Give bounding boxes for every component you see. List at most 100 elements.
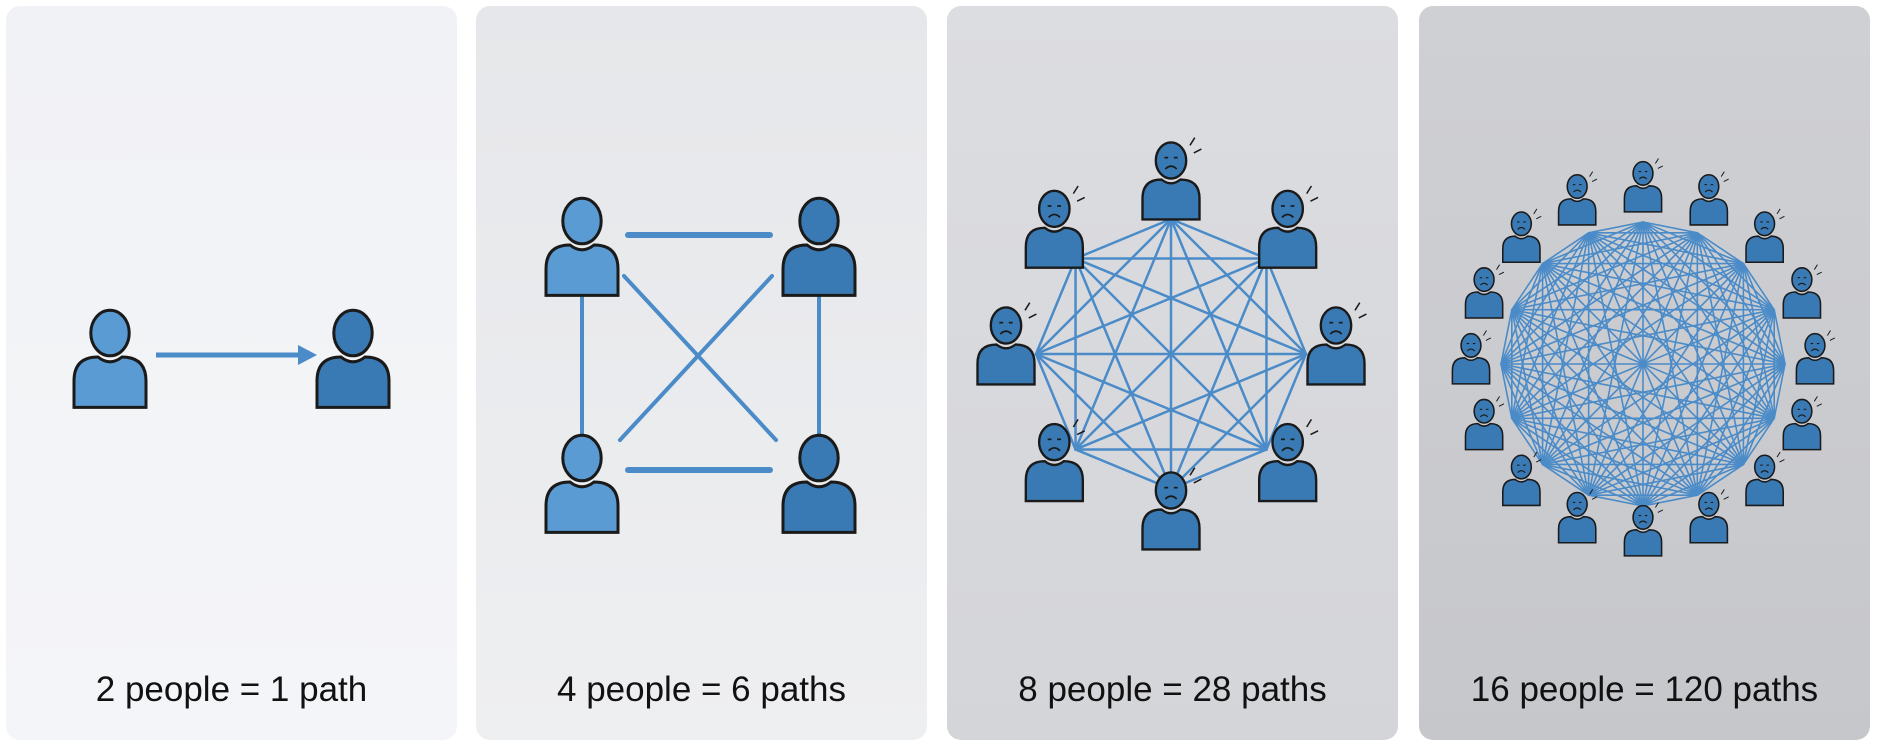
person-icon (1024, 418, 1086, 503)
person-icon (1451, 330, 1492, 385)
connection-path (1587, 232, 1745, 466)
panel-4-people: 4 people = 6 paths (476, 6, 927, 740)
person-body (1464, 291, 1504, 319)
person-icon (1557, 489, 1598, 544)
connection-path (1587, 262, 1745, 496)
person-head (1804, 332, 1826, 358)
person-icon (1745, 208, 1785, 263)
person-body (315, 355, 391, 409)
person-body (1141, 508, 1201, 551)
person-body (1024, 459, 1085, 503)
connection-path (1511, 262, 1544, 420)
connection-path (1642, 232, 1699, 507)
person-icon (1557, 171, 1598, 226)
person-body (781, 243, 857, 297)
connection-path (1642, 221, 1775, 311)
connection-path (1587, 232, 1745, 265)
stress-marks-icon (1482, 330, 1492, 341)
connection-path (1511, 232, 1590, 420)
stress-marks-icon (1589, 171, 1598, 182)
frown-mouth (1704, 507, 1713, 511)
connection-path (1742, 308, 1775, 466)
person-body (1623, 529, 1663, 557)
person-icon (1024, 185, 1086, 269)
person-body (1745, 478, 1784, 507)
stress-marks-icon (1813, 396, 1822, 407)
stress-marks-icon (1826, 330, 1836, 341)
person-head (989, 306, 1023, 345)
connection-path (1773, 363, 1786, 420)
connection-path (1541, 463, 1699, 496)
connection-path (1541, 262, 1786, 365)
connection-path (1541, 232, 1590, 466)
frown-mouth (1573, 189, 1582, 193)
frown-mouth (1573, 507, 1582, 511)
connection-path (1511, 363, 1786, 420)
stress-marks-icon (1496, 396, 1505, 407)
connection-path (1511, 262, 1544, 311)
person-head (798, 433, 840, 483)
stress-marks-icon (1533, 208, 1542, 220)
connection-path (1511, 308, 1644, 507)
person-body (976, 343, 1036, 386)
frown-mouth (1797, 414, 1807, 418)
person-head (1473, 267, 1495, 293)
stress-marks-icon (1589, 489, 1598, 500)
connection-path (1511, 308, 1544, 466)
person-body (544, 243, 620, 297)
stress-marks-icon (1720, 171, 1729, 182)
panel-2-people: 2 people = 1 path (6, 6, 457, 740)
connection-path (1500, 363, 1590, 496)
diagram-16-people (1451, 158, 1836, 557)
diagram-8-people (976, 137, 1367, 551)
connection-path (1541, 232, 1590, 265)
frown-mouth (1704, 189, 1713, 193)
connection-path (1587, 232, 1775, 311)
frown-mouth (1797, 282, 1807, 286)
connection-path (1587, 232, 1644, 507)
stress-marks-icon (1533, 451, 1542, 463)
frown-mouth (1281, 447, 1294, 452)
person-icon (1623, 158, 1664, 213)
frown-mouth (1638, 176, 1648, 180)
connection-path (1541, 463, 1590, 496)
diagram-4-people (544, 196, 857, 534)
connection-path (1511, 221, 1644, 311)
person-icon (1141, 137, 1202, 221)
frown-mouth (1329, 330, 1343, 335)
person-body (1782, 291, 1822, 319)
person-head (332, 308, 374, 358)
connection-path (1074, 257, 1268, 451)
stress-marks-icon (1720, 489, 1729, 500)
person-head (1632, 504, 1654, 530)
stress-marks-icon (1776, 208, 1785, 220)
person-body (1306, 343, 1366, 386)
person-body (1502, 235, 1541, 263)
connection-path (1169, 217, 1268, 260)
connection-path (1696, 232, 1786, 365)
connection-path (1541, 232, 1699, 466)
person-head (1154, 471, 1188, 510)
person-head (1510, 211, 1533, 237)
connection-path (1511, 262, 1745, 420)
person-body (1623, 185, 1663, 213)
person-icon (1623, 502, 1664, 557)
person-head (1037, 189, 1071, 229)
frown-mouth (1479, 414, 1489, 418)
person-body (1141, 178, 1201, 221)
person-body (1502, 478, 1541, 507)
person-head (1473, 398, 1495, 424)
connection-path (1742, 262, 1775, 420)
connection-path (1500, 308, 1513, 365)
person-head (1791, 398, 1813, 424)
connection-path (1642, 494, 1699, 507)
connection-path (1500, 262, 1544, 365)
arrow-head-icon (298, 345, 317, 365)
person-icon (1257, 418, 1319, 503)
connection-path (1587, 463, 1745, 496)
person-icon (781, 196, 857, 297)
person-body (1257, 226, 1318, 269)
person-body (1557, 515, 1597, 544)
person-icon (1502, 451, 1542, 507)
person-body (1745, 235, 1784, 263)
